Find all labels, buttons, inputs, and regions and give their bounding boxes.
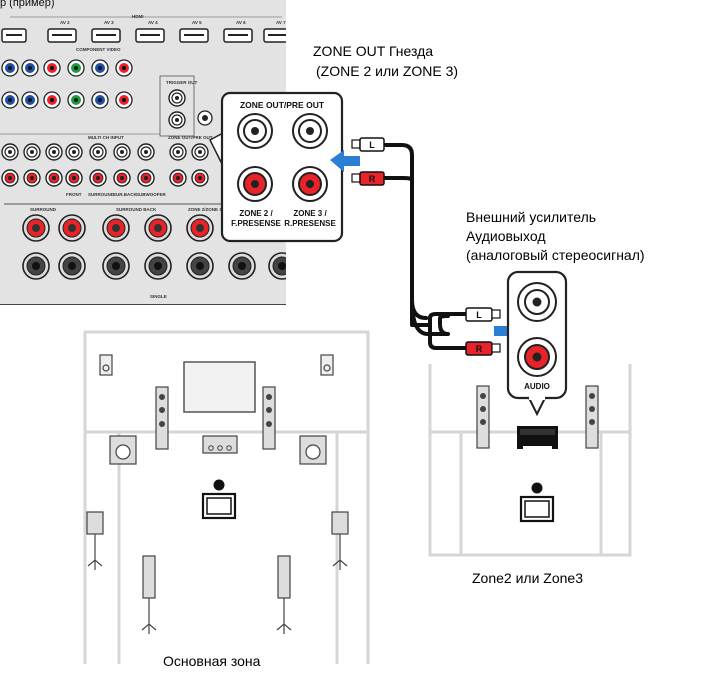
hdmi-input-label: AV 7: [276, 20, 286, 25]
zone3-jack-label-line2: R.PRESENSE: [284, 219, 336, 228]
amp-audio-label: AUDIO: [524, 382, 550, 391]
multi-ch-label: SURROUND: [88, 192, 115, 197]
zone-out-small-label: ZONE OUT/PRE OUT: [168, 135, 213, 140]
zone-out-jack-bottom-left: [238, 167, 272, 201]
rca-plug-left-bottom: L: [466, 308, 500, 321]
speaker-label: SURROUND BACK: [116, 207, 157, 212]
zone-caption: Zone2 или Zone3: [472, 570, 583, 587]
multi-ch-label: SUBWOOFER: [136, 192, 166, 197]
amp-caption-line2: Аудиовыход: [466, 228, 545, 245]
hdmi-input-label: AV 3: [104, 20, 114, 25]
person-on-chair-icon: [521, 483, 553, 522]
multi-ch-input-label: MULTI CH INPUT: [88, 135, 124, 140]
single-label: SINGLE: [150, 294, 167, 299]
amplifier-icon: [517, 426, 558, 449]
hdmi-label: HDMI: [132, 14, 144, 19]
plug-letter-R: R: [476, 344, 483, 354]
multi-ch-label: SUR.BACK: [113, 192, 138, 197]
hdmi-input-label: AV 6: [236, 20, 246, 25]
hdmi-input-label: AV 4: [148, 20, 158, 25]
tv-icon: [184, 362, 255, 412]
zone2-jack-label-line2: F.PRESENSE: [231, 219, 281, 228]
person-on-chair-icon: [203, 480, 235, 519]
hdmi-input-label: AV 2: [60, 20, 70, 25]
zone3-jack-label-line1: ZONE 3 /: [293, 209, 327, 218]
zoom-box-title: ZONE OUT/PRE OUT: [240, 100, 325, 110]
hdmi-input-label: AV 5: [192, 20, 202, 25]
speaker-label: SURROUND: [30, 207, 57, 212]
plug-letter-L: L: [369, 140, 375, 150]
plug-letter-L: L: [476, 310, 482, 320]
speaker-label: ZONE 2/ZONE 3: [188, 207, 222, 212]
zone-out-jack-top-left: [238, 114, 272, 148]
multi-ch-label: FRONT: [66, 192, 82, 197]
stereo-rca-cable: [384, 145, 448, 334]
zone-out-caption-line2: (ZONE 2 или ZONE 3): [316, 63, 458, 80]
rca-plug-right-bottom: R: [466, 342, 500, 355]
rca-plug-right-top: R: [352, 172, 384, 185]
component-video-label: COMPONENT VIDEO: [76, 47, 121, 52]
zone-out-zoom-box: ZONE OUT/PRE OUT ZONE 2 / F.PRESENSE ZON…: [210, 93, 342, 241]
rca-plug-left-top: L: [352, 138, 384, 151]
zone-out-caption-line1: ZONE OUT Гнезда: [313, 43, 433, 60]
plug-letter-R: R: [369, 174, 376, 184]
trigger-out-label: TRIGGER OUT: [166, 80, 198, 85]
amp-caption-line1: Внешний усилитель: [466, 209, 596, 226]
panel-top-caption: р (пример): [0, 0, 55, 9]
amp-caption-line3: (аналоговый стереосигнал): [466, 247, 645, 264]
main-zone-caption: Основная зона: [163, 653, 260, 670]
zone-out-jack-top-right: [293, 114, 327, 148]
zone-out-jack-bottom-right: [293, 167, 327, 201]
zone2-jack-label-line1: ZONE 2 /: [239, 209, 273, 218]
amp-audio-input-box: AUDIO: [508, 272, 566, 414]
